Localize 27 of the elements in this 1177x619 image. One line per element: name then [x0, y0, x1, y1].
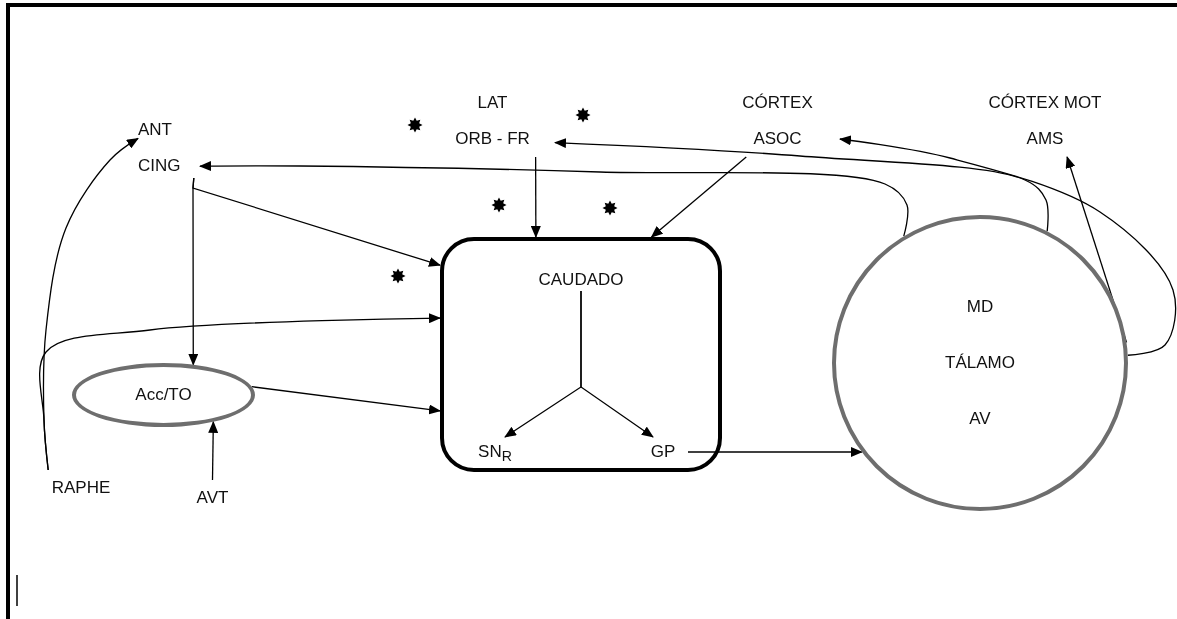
circle-node: [832, 215, 1128, 511]
rounded-box: [440, 237, 722, 472]
region-label: LAT ORB - FR: [430, 85, 555, 157]
arrow: [650, 156, 747, 238]
structure-label: SN$_{R}$: [470, 437, 520, 467]
arrow: [251, 386, 441, 415]
node-label: TÁLAMO: [945, 352, 1015, 374]
arrow: [530, 156, 541, 238]
region-label: RAPHE: [40, 470, 122, 500]
node-label: Acc/TO: [135, 384, 192, 406]
region-label: AVT: [185, 480, 240, 510]
arrow: [687, 447, 863, 457]
arrow: [580, 290, 654, 438]
structure-label: CAUDADO: [531, 265, 631, 291]
arrow: [188, 177, 199, 366]
arrow: [839, 135, 1177, 356]
arrow: [39, 313, 441, 471]
region-label: ANT CING: [138, 112, 200, 178]
node-label: AV: [969, 408, 991, 430]
ellipse-node: [72, 363, 255, 427]
region-label: CÓRTEX MOT AMS: [960, 85, 1130, 157]
arrow: [199, 161, 909, 237]
structure-label: GP: [638, 437, 688, 467]
region-label: CÓRTEX ASOC: [715, 85, 840, 157]
arrow: [208, 420, 219, 481]
node-label: MD: [966, 296, 994, 318]
arrow: [554, 138, 1049, 232]
